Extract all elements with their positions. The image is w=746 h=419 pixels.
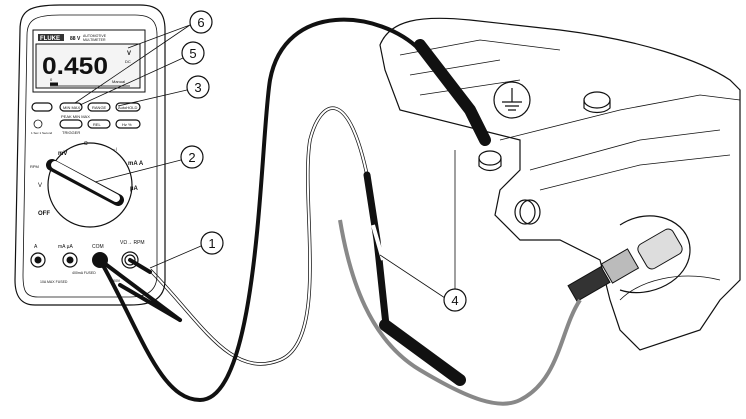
model-label: 88 V xyxy=(70,36,81,42)
button-label: AutoHOLD xyxy=(118,105,137,110)
jack-com-label: COM xyxy=(92,244,104,250)
rotary-dial[interactable] xyxy=(46,142,133,228)
bolt-icon xyxy=(514,199,541,225)
svg-text:6: 6 xyxy=(197,15,204,30)
button-label: MIN MAX xyxy=(63,105,80,110)
ma-fuse-label: 400mA FUSED xyxy=(72,271,96,275)
dial-diode-label: →| xyxy=(112,146,117,151)
minmax-button[interactable]: MIN MAX xyxy=(59,102,83,112)
lcd-display xyxy=(35,43,141,89)
dial-off-label: OFF xyxy=(38,211,50,217)
range-button[interactable]: RANGE xyxy=(87,102,111,112)
display-unit: V xyxy=(127,51,131,57)
fluke-logo xyxy=(38,34,64,41)
model-sub: AUTOMOTIVE xyxy=(83,34,107,38)
engine-block xyxy=(379,17,741,351)
ground-symbol-icon xyxy=(493,81,531,119)
dial-mv-label: mV xyxy=(58,151,67,157)
display-reading: 0.450 xyxy=(42,53,108,80)
display-mode: DC xyxy=(125,59,131,64)
callout-4: 4 xyxy=(443,288,467,312)
button-label: REL xyxy=(93,122,102,127)
backlight-button[interactable] xyxy=(33,119,43,129)
dial-ma-label: mA A xyxy=(128,161,144,167)
trigger-label: TRIGGER xyxy=(62,130,80,135)
model-sub: MULTIMETER xyxy=(83,38,106,42)
dial-v-label: V xyxy=(38,183,42,189)
hz-button[interactable]: Hz % xyxy=(115,119,141,129)
svg-text:2: 2 xyxy=(188,150,195,165)
oxygen-sensor xyxy=(567,215,691,302)
callout-2: 2 xyxy=(180,145,204,169)
jack-ma-label: mA µA xyxy=(58,244,73,250)
black-test-lead xyxy=(98,17,491,403)
peak-label: PEAK MIN MAX xyxy=(61,114,90,119)
svg-text:1: 1 xyxy=(208,236,215,251)
button-label: RANGE xyxy=(92,105,107,110)
callout-3: 3 xyxy=(186,75,210,99)
jack-v-label: VΩ→ RPM xyxy=(120,240,145,246)
blank-button[interactable] xyxy=(31,102,53,112)
button-label: Hz % xyxy=(122,122,132,127)
dial-ua-label: µA xyxy=(130,186,138,192)
dial-ohm-label: Ω xyxy=(84,141,88,147)
bolt-icon xyxy=(583,91,611,114)
bargraph-start: 0 xyxy=(50,77,53,82)
a-fuse-label: 10A MAX FUSED xyxy=(40,280,68,284)
svg-text:3: 3 xyxy=(194,80,201,95)
display-range: Manual xyxy=(112,79,125,84)
callout-leaders xyxy=(74,24,456,299)
svg-text:5: 5 xyxy=(189,46,196,61)
jack-a-label: A xyxy=(34,244,38,250)
multimeter: FLUKE 88 V AUTOMOTIVE MULTIMETER 0.450 V… xyxy=(14,4,182,322)
speaker-button[interactable] xyxy=(59,119,83,129)
callout-6: 6 xyxy=(189,10,213,34)
dial-rpm-label: RPM xyxy=(30,164,39,169)
rel-button[interactable]: REL xyxy=(87,119,111,129)
jack-v[interactable] xyxy=(121,251,139,269)
jack-a[interactable] xyxy=(30,252,46,268)
v-max-label: 1000V xyxy=(110,279,121,283)
jack-ma[interactable] xyxy=(62,252,78,268)
autohold-button[interactable]: AutoHOLD xyxy=(115,102,141,112)
alligator-clip xyxy=(414,39,491,146)
back-probe-connector xyxy=(379,319,466,386)
callout-5: 5 xyxy=(181,41,205,65)
ground-terminal xyxy=(478,150,502,172)
red-test-lead xyxy=(148,106,390,366)
backlight-note: 1 Sec 1 Second xyxy=(31,131,53,135)
brand-label: FLUKE xyxy=(40,36,60,42)
sensor-wire xyxy=(338,219,582,406)
svg-text:4: 4 xyxy=(451,293,458,308)
callout-1: 1 xyxy=(200,231,224,255)
